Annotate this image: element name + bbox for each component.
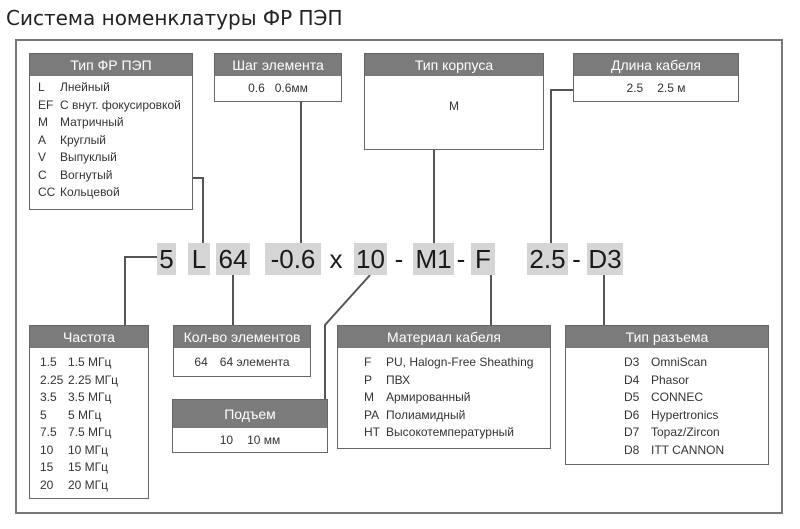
- box-cable-header: Материал кабеля: [338, 326, 550, 348]
- frequency-code: 10: [40, 442, 54, 457]
- connector-desc: Phasor: [651, 372, 690, 387]
- cable-code: PA: [364, 407, 380, 422]
- code-length: 2.5: [527, 243, 568, 275]
- box-type-header: Тип ФР ПЭП: [30, 54, 192, 76]
- type-code: L: [38, 80, 45, 94]
- type-code: M: [38, 115, 48, 129]
- box-elevation-header: Подъем: [173, 400, 327, 428]
- type-code: EF: [38, 97, 54, 112]
- type-desc: Выпуклый: [60, 150, 117, 164]
- type-desc: С внут. фокусировкой: [60, 97, 181, 112]
- connector-code: D6: [624, 407, 640, 422]
- box-housing-header: Тип корпуса: [365, 54, 543, 76]
- cable-desc: Высокотемпературный: [386, 425, 514, 439]
- elevation-code: 10: [219, 433, 234, 447]
- box-length-header: Длина кабеля: [574, 54, 738, 76]
- frequency-code: 15: [40, 460, 54, 474]
- box-frequency-header: Частота: [30, 326, 148, 348]
- line-length: [550, 89, 574, 243]
- frequency-code: 20: [40, 477, 54, 492]
- frequency-code: 5: [40, 407, 47, 422]
- box-connector-header: Тип разъема: [566, 326, 768, 348]
- connector-code: D4: [624, 372, 640, 387]
- box-connector: Тип разъема D3 OmniScan D4 Phasor D5 CONNEC…: [565, 325, 769, 465]
- frequency-code: 3.5: [40, 390, 57, 404]
- frequency-desc: 20 МГц: [68, 477, 109, 492]
- line-type: [192, 177, 204, 243]
- frequency-desc: 7.5 МГц: [68, 425, 112, 439]
- type-desc: Круглый: [60, 132, 106, 147]
- box-pitch-header: Шаг элемента: [215, 54, 341, 76]
- connector-code: D3: [624, 355, 640, 369]
- cable-desc: ПВХ: [386, 372, 411, 387]
- diagram-frame: [15, 39, 783, 514]
- connector-desc: ITT CANNON: [651, 442, 725, 457]
- connector-code: D5: [624, 390, 640, 404]
- code-connector: D3: [587, 243, 623, 275]
- pitch-code: 0.6: [248, 81, 265, 95]
- length-desc: 2.5 м: [657, 81, 686, 95]
- length-code: 2.5: [626, 81, 644, 95]
- line-elevation: [324, 274, 371, 399]
- cable-desc: PU, Halogn-Free Sheathing: [386, 355, 534, 369]
- box-pitch: Шаг элемента 0.6 0.6мм: [214, 53, 342, 102]
- code-pitch: -0.6: [265, 243, 321, 275]
- box-elements-header: Кол-во элементов: [174, 326, 310, 348]
- frequency-desc: 15 МГц: [68, 460, 109, 474]
- code-dash-2: -: [456, 244, 466, 274]
- code-dash-1: -: [394, 244, 404, 274]
- code-elements: 64: [216, 243, 250, 275]
- frequency-desc: 3.5 МГц: [68, 390, 112, 404]
- type-code: C: [38, 167, 47, 182]
- code-type: L: [188, 243, 210, 275]
- box-frequency: Частота 1.5 1.5 МГц 2.25 2.25 МГц 3.5 3.5 М…: [29, 325, 149, 499]
- type-code: A: [38, 132, 47, 147]
- connector-desc: CONNEC: [651, 390, 704, 404]
- frequency-desc: 10 МГц: [68, 442, 109, 457]
- frequency-desc: 5 МГц: [68, 407, 102, 422]
- pitch-desc: 0.6мм: [274, 81, 308, 95]
- code-dash-3: -: [572, 244, 581, 274]
- cable-code: HT: [364, 425, 380, 439]
- elevation-desc: 10 мм: [247, 433, 281, 447]
- type-code: CC: [38, 185, 56, 199]
- elements-desc: 64 элемента: [219, 355, 290, 369]
- box-elements: Кол-во элементов 64 64 элемента: [173, 325, 311, 377]
- type-desc: Матричный: [60, 115, 124, 129]
- box-length: Длина кабеля 2.5 2.5 м: [573, 53, 739, 102]
- code-x: x: [329, 244, 343, 274]
- code-housing: M1: [413, 243, 454, 275]
- type-desc: Кольцевой: [60, 185, 120, 199]
- connector-desc: Hypertronics: [651, 407, 719, 422]
- page-title: Система номенклатуры ФР ПЭП: [6, 6, 343, 30]
- connector-desc: Topaz/Zircon: [651, 425, 720, 439]
- code-frequency: 5: [157, 243, 176, 275]
- cable-code: M: [364, 390, 374, 404]
- box-housing: Тип корпуса M: [364, 53, 544, 150]
- frequency-code: 2.25: [40, 372, 64, 387]
- connector-desc: OmniScan: [651, 355, 708, 369]
- box-type: Тип ФР ПЭП L Лнейный EF С внут. фокусировк…: [29, 53, 193, 210]
- cable-desc: Полиамидный: [386, 407, 466, 422]
- cable-code: P: [364, 372, 373, 387]
- code-elevation: 10: [354, 243, 387, 275]
- frequency-code: 1.5: [40, 355, 57, 369]
- elements-code: 64: [194, 355, 208, 369]
- housing-code: M: [449, 99, 459, 113]
- type-desc: Вогнутый: [60, 167, 113, 182]
- type-code: V: [38, 150, 47, 164]
- frequency-desc: 2.25 МГц: [68, 372, 119, 387]
- box-cable: Материал кабеля F PU, Halogn-Free Sheathi…: [337, 325, 551, 449]
- connector-code: D8: [624, 442, 640, 457]
- connector-code: D7: [624, 425, 640, 439]
- type-desc: Лнейный: [60, 80, 110, 94]
- box-elevation: Подъем 10 10 мм: [172, 399, 328, 453]
- code-cable: F: [471, 243, 495, 275]
- frequency-desc: 1.5 МГц: [68, 355, 112, 369]
- frequency-code: 7.5: [40, 425, 57, 439]
- cable-desc: Армированный: [386, 390, 471, 404]
- cable-code: F: [364, 355, 372, 369]
- line-frequency: [124, 256, 160, 326]
